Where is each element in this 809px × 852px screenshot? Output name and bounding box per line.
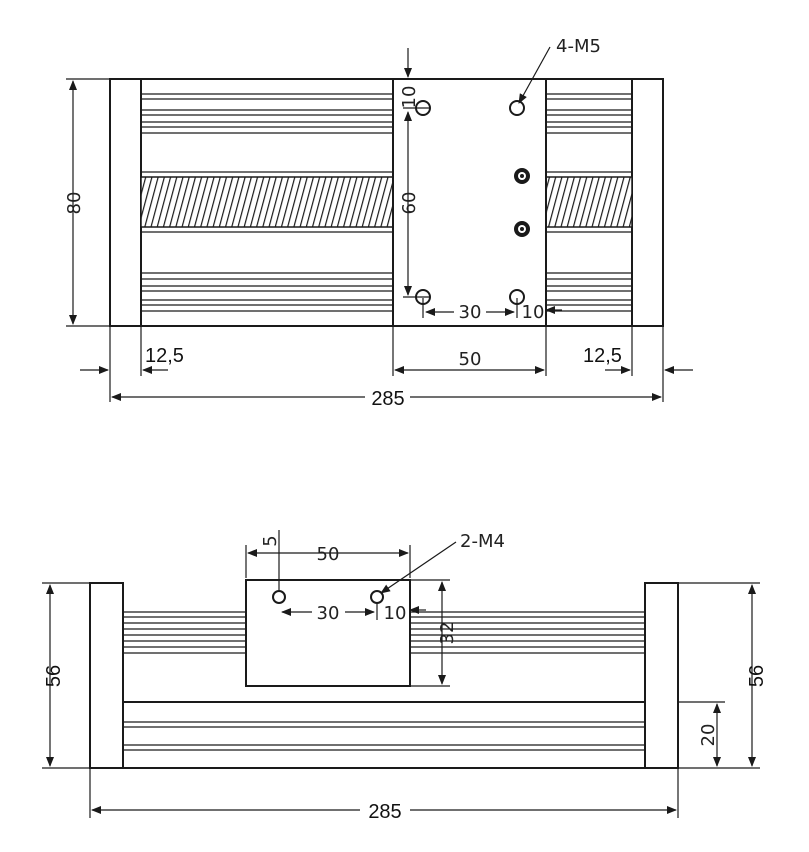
upper-rail-grooves-right [546, 93, 632, 134]
dim-front-height-right: 56 [678, 582, 768, 769]
hole-label-front: 2-M4 [460, 531, 505, 552]
screw-head-upper [514, 168, 530, 184]
dim-front-carriage-height-label: 32 [437, 622, 458, 645]
dim-front-hole-spacing: 30 10 [281, 602, 426, 624]
dim-edge-offset-x-label: 10 [522, 302, 545, 323]
dim-front-edge-offset-x-label: 10 [384, 603, 407, 624]
top-carriage [392, 78, 547, 327]
dim-front-hole-spacing-label: 30 [317, 603, 340, 624]
top-hole-2 [509, 100, 525, 116]
lower-rail-grooves-right [546, 272, 632, 312]
dim-front-overall-width: 285 [89, 768, 679, 823]
dim-front-carriage-width-label: 50 [317, 544, 340, 565]
dim-top-overall-width-label: 285 [371, 388, 404, 410]
dim-front-edge-offset-y: 5 [260, 530, 281, 590]
dim-front-height-left: 56 [42, 582, 90, 769]
lead-screw-left [140, 176, 394, 228]
screw-head-lower [514, 221, 530, 237]
lower-rail-grooves-left [141, 272, 393, 312]
dim-hole-spacing-vertical: 10 60 [399, 48, 430, 298]
front-base-rail [123, 701, 645, 769]
front-hole-1 [272, 590, 286, 604]
front-view: 50 5 30 10 2-M4 32 [42, 530, 768, 823]
top-view-frame [109, 78, 664, 327]
lead-screw-right [545, 176, 633, 228]
dim-front-height-right-label: 56 [746, 665, 768, 687]
dim-front-overall-width-label: 285 [368, 801, 401, 823]
dim-edge-offset-y-label: 10 [399, 86, 420, 109]
dim-hole-spacing-y-label: 60 [399, 192, 420, 215]
leader-4-m5: 4-M5 [518, 36, 601, 104]
dim-carriage-width-label: 50 [459, 349, 482, 370]
dim-top-overall-width: 285 [111, 388, 662, 410]
dim-front-rail-height-label: 20 [698, 724, 719, 747]
dim-top-height-label: 80 [64, 192, 85, 215]
dim-front-carriage-width: 50 [245, 544, 411, 578]
dim-carriage-width: 50 [392, 326, 547, 376]
dim-front-carriage-height: 32 [410, 579, 458, 687]
dim-top-height: 80 [64, 78, 110, 327]
dim-hole-spacing-x-label: 30 [459, 302, 482, 323]
dim-end-cap-right: 12,5 [583, 326, 693, 402]
front-left-end-block [89, 582, 124, 769]
dim-front-edge-offset-y-label: 5 [260, 535, 281, 546]
leader-2-m4: 2-M4 [380, 531, 505, 594]
dim-end-cap-right-label: 12,5 [583, 345, 622, 367]
hole-label-top: 4-M5 [556, 36, 601, 57]
top-view: 80 10 60 30 10 4-M5 [64, 36, 693, 410]
dim-end-cap-left-label: 12,5 [145, 345, 184, 367]
dim-front-height-left-label: 56 [43, 665, 65, 687]
dim-hole-spacing-horizontal: 30 10 [422, 298, 562, 323]
dim-front-rail-height: 20 [678, 701, 725, 767]
dim-end-cap-left: 12,5 [80, 326, 184, 402]
front-carriage [245, 579, 411, 687]
upper-rail-grooves-left [141, 93, 393, 134]
front-right-end-block [644, 582, 679, 769]
